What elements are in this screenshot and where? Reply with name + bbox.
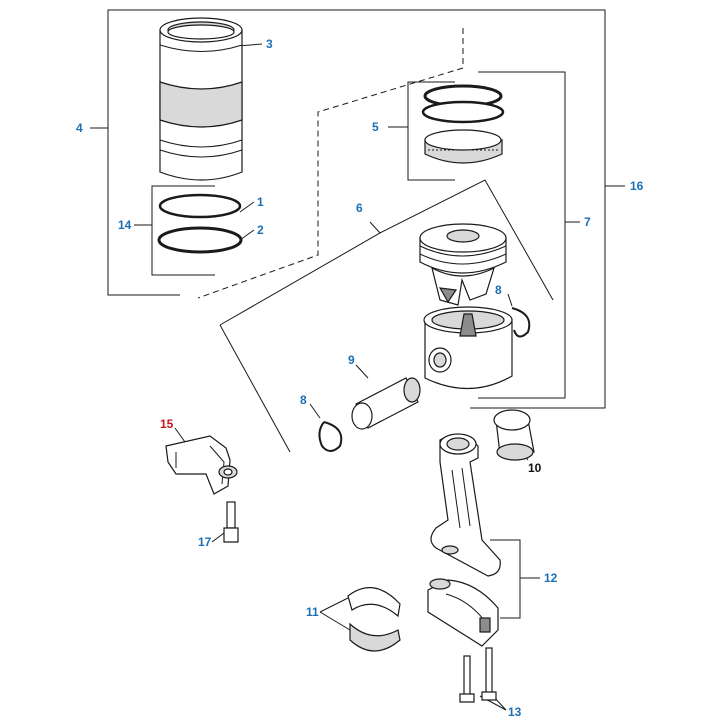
rod-cap <box>427 578 499 647</box>
callout-13: 13 <box>508 705 522 719</box>
callout-11: 11 <box>306 605 319 619</box>
snap-ring-left <box>318 421 343 452</box>
callout-9: 9 <box>348 353 355 367</box>
bracket-bolt <box>223 501 239 543</box>
callout-17: 17 <box>198 535 212 549</box>
callout-15: 15 <box>160 417 174 431</box>
callout-12: 12 <box>544 571 558 585</box>
callout-8-lower: 8 <box>300 393 307 407</box>
callout-5: 5 <box>372 120 379 134</box>
mounting-bracket <box>165 435 238 495</box>
callout-10: 10 <box>528 461 542 475</box>
cylinder-liner <box>159 17 243 181</box>
callout-4: 4 <box>76 121 83 135</box>
piston-skirt <box>423 306 513 390</box>
callout-3: 3 <box>266 37 273 51</box>
callout-14: 14 <box>118 218 132 232</box>
pin-bushing <box>493 409 535 461</box>
callout-labels: 1 2 3 4 5 6 7 8 8 9 10 11 12 13 14 15 16… <box>76 37 644 719</box>
callout-7: 7 <box>584 215 591 229</box>
connecting-rod <box>430 433 501 577</box>
callout-16: 16 <box>630 179 644 193</box>
rod-bolts <box>459 647 497 703</box>
piston-crown <box>419 223 507 306</box>
bearing-shells <box>347 587 401 652</box>
callout-6: 6 <box>356 201 363 215</box>
liner-seal-rings <box>157 193 243 254</box>
leader-lines <box>90 9 625 711</box>
callout-2: 2 <box>257 223 264 237</box>
callout-1: 1 <box>257 195 264 209</box>
piston-pin <box>351 377 421 430</box>
snap-ring-right <box>511 307 531 338</box>
callout-8-upper: 8 <box>495 283 502 297</box>
piston-ring-set <box>421 84 505 164</box>
